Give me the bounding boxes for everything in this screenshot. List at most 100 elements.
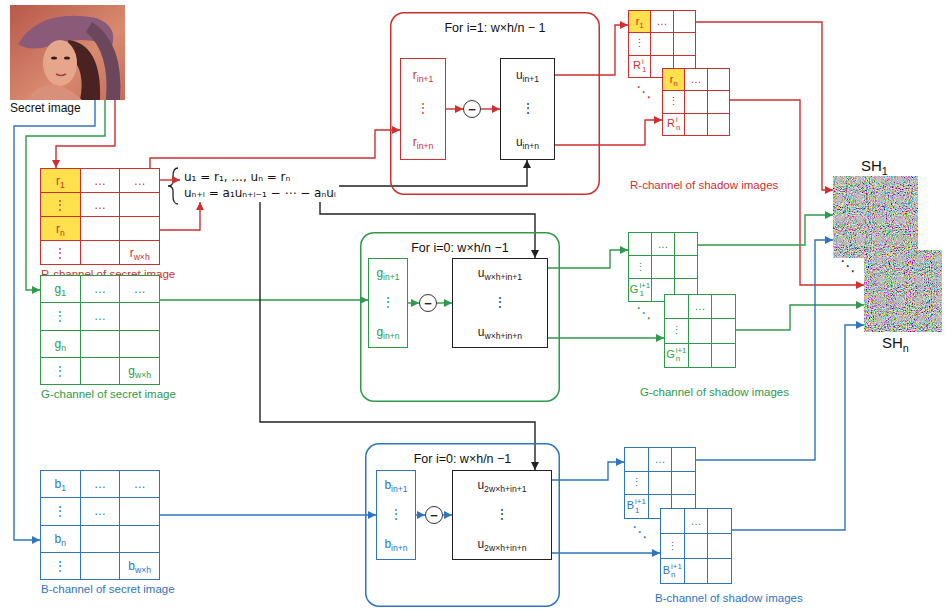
noise-image — [833, 176, 918, 258]
subscript: in+n — [383, 331, 400, 341]
index-stack: 1i+1 — [635, 498, 646, 515]
connector — [548, 250, 628, 268]
connector — [160, 179, 180, 180]
ellipsis-mark: ⋱ — [636, 305, 651, 322]
cell-value: bw×h — [128, 560, 151, 572]
superscript: i+1 — [639, 282, 650, 290]
grid-cell: … — [685, 509, 709, 534]
grid-cell — [685, 114, 707, 136]
cell-value: B1i+1 — [627, 498, 646, 515]
grid-cell: rw×h — [120, 241, 160, 265]
pixel-grid: rn … ⋮ Rni — [662, 68, 730, 136]
superscript: i — [642, 58, 646, 66]
cell-value: b1 — [55, 478, 66, 490]
column-value: ⋮ — [390, 508, 402, 521]
grid-caption: B-channel of secret image — [41, 583, 175, 596]
equation-line: uₙ₊ᵢ = a₁uₙ₊ᵢ₋₁ − ⋯ − aₙuᵢ — [184, 185, 336, 201]
grid-cell — [708, 91, 730, 113]
cell-value: … — [94, 478, 106, 490]
connector — [160, 299, 368, 300]
cell-value: … — [656, 16, 667, 27]
ellipsis-mark: ⋱ — [632, 524, 647, 541]
connector — [555, 120, 662, 145]
pixel-column: uin+1⋮uin+n — [500, 58, 555, 160]
subscript: n — [676, 355, 687, 363]
cell-value: … — [690, 516, 701, 527]
grid-cell — [689, 344, 713, 368]
grid-cell: … — [685, 69, 707, 91]
image-box: Secret image — [10, 5, 125, 100]
grid-cell: bw×h — [120, 553, 160, 580]
cell-value: … — [94, 199, 106, 211]
cell-value: G1i+1 — [630, 282, 650, 299]
grid-cell: gw×h — [120, 358, 160, 385]
pixel-grid: …⋮Bni+1 — [660, 508, 732, 584]
grid-cell — [689, 319, 713, 343]
column-value: bin+1 — [384, 479, 407, 492]
grid-cell: b1 — [41, 471, 81, 498]
cell-value: r1 — [56, 175, 65, 187]
grid-cell — [651, 33, 673, 55]
grid-cell: … — [81, 303, 121, 330]
grid-cell — [712, 319, 736, 343]
column-value: uin+1 — [516, 69, 539, 82]
pixel-column: bin+1 ⋮ bin+n — [376, 470, 416, 560]
pixel-grid: …⋮Gni+1 — [664, 294, 736, 368]
index-stack: 1i — [642, 58, 646, 75]
cell-value: … — [94, 175, 106, 187]
grid-cell — [672, 448, 696, 472]
cell-value: … — [134, 175, 146, 187]
column-value: rin+n — [413, 136, 434, 149]
cell-value: ⋮ — [634, 38, 645, 49]
grid-cell: … — [652, 233, 675, 256]
column-value: gin+n — [376, 326, 399, 339]
image-caption: SH1 — [861, 157, 888, 174]
grid-caption: G-channel of secret image — [41, 388, 176, 401]
grid-cell — [625, 448, 649, 472]
equation-brace — [168, 168, 178, 204]
subscript: in+n — [417, 141, 434, 151]
subscript: in+1 — [417, 74, 434, 84]
grid-cell — [685, 534, 709, 559]
grid-cell — [629, 233, 652, 256]
cell-value: ⋮ — [668, 96, 679, 107]
connector — [446, 108, 463, 109]
grid-cell — [81, 358, 121, 385]
subscript: 1 — [61, 483, 66, 493]
subscript: 1 — [639, 290, 650, 298]
grid-cell: rn — [41, 217, 81, 241]
subscript: n — [673, 79, 677, 88]
subscript: n — [61, 343, 66, 353]
connector — [696, 240, 833, 460]
grid-cell: … — [651, 11, 673, 33]
cell-value: ⋮ — [635, 262, 646, 273]
index-stack: 1i+1 — [639, 282, 650, 299]
grid-cell: rn — [663, 69, 685, 91]
grid-cell: Gni+1 — [665, 344, 689, 368]
subscript: w×h — [135, 370, 151, 380]
subscript: in+n — [523, 141, 540, 151]
grid-cell — [685, 91, 707, 113]
cell-value: gn — [55, 338, 66, 350]
subscript: 1 — [639, 21, 643, 30]
grid-cell: Rni — [663, 114, 685, 136]
pixel-grid: r1……⋮…rn⋮rw×hR-channel of secret image — [40, 168, 160, 265]
subscript: w×h — [134, 252, 150, 262]
cell-value: … — [654, 454, 665, 465]
column-value: u2w×h+in+n — [477, 538, 526, 551]
connector — [555, 25, 628, 75]
column-value: bin+n — [384, 538, 407, 551]
ellipsis-mark: ⋱ — [636, 84, 651, 101]
image-caption: Secret image — [10, 102, 81, 116]
cell-value: rn — [670, 74, 678, 85]
grid-cell — [675, 256, 698, 279]
grid-cell — [120, 498, 160, 525]
column-value: ⋮ — [494, 296, 506, 309]
grid-cell: … — [81, 471, 121, 498]
grid-cell — [652, 256, 675, 279]
grid-cell — [708, 509, 732, 534]
pixel-grid: b1……⋮…bn⋮bw×hB-channel of secret image — [40, 470, 160, 580]
subscript: in+1 — [383, 272, 400, 282]
grid-cell — [661, 509, 685, 534]
image-box: SH1 — [833, 176, 918, 258]
